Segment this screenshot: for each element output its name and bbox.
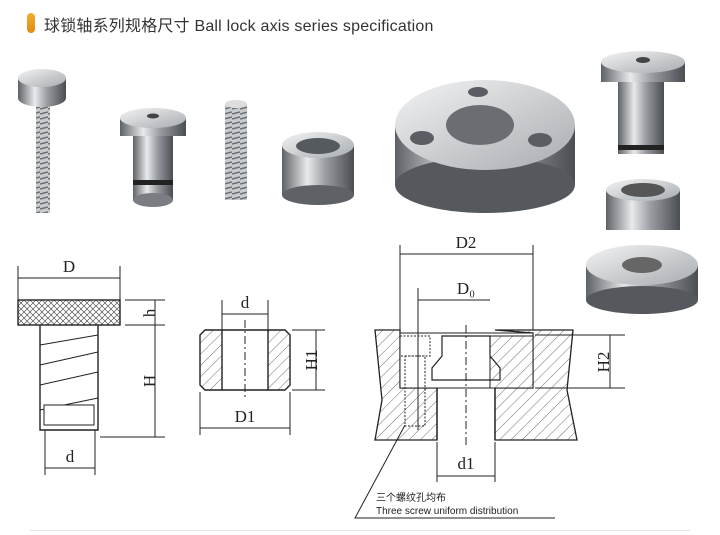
label-d1: d1 bbox=[458, 454, 475, 473]
label-h: h bbox=[140, 308, 159, 317]
drawing-knob-pin bbox=[17, 266, 165, 475]
drawing-receiver bbox=[354, 245, 625, 519]
photo-ball-lock-pin bbox=[120, 108, 186, 207]
photo-bushing bbox=[282, 132, 354, 205]
label-H1: H1 bbox=[302, 350, 321, 371]
note-english: Three screw uniform distribution bbox=[376, 506, 518, 517]
label-d: d bbox=[66, 447, 75, 466]
label-D2: D2 bbox=[456, 233, 477, 252]
divider bbox=[30, 530, 690, 531]
label-D1: D1 bbox=[235, 407, 256, 426]
label-bushing-d: d bbox=[241, 293, 250, 312]
photo-threaded-stud bbox=[225, 100, 247, 200]
drawing-bushing bbox=[199, 300, 325, 435]
label-D: D bbox=[63, 257, 75, 276]
note-chinese: 三个螺纹孔均布 bbox=[376, 491, 446, 504]
title-bar-icon bbox=[27, 13, 35, 33]
photo-assembly-stack bbox=[586, 51, 698, 314]
label-D0: D₀ bbox=[457, 279, 475, 298]
label-H2: H2 bbox=[594, 352, 613, 373]
page-title: 球锁轴系列规格尺寸 Ball lock axis series specific… bbox=[44, 18, 434, 35]
photo-screw-knob bbox=[18, 69, 66, 213]
photo-receiver-ring bbox=[395, 80, 575, 213]
label-H: H bbox=[140, 375, 159, 387]
